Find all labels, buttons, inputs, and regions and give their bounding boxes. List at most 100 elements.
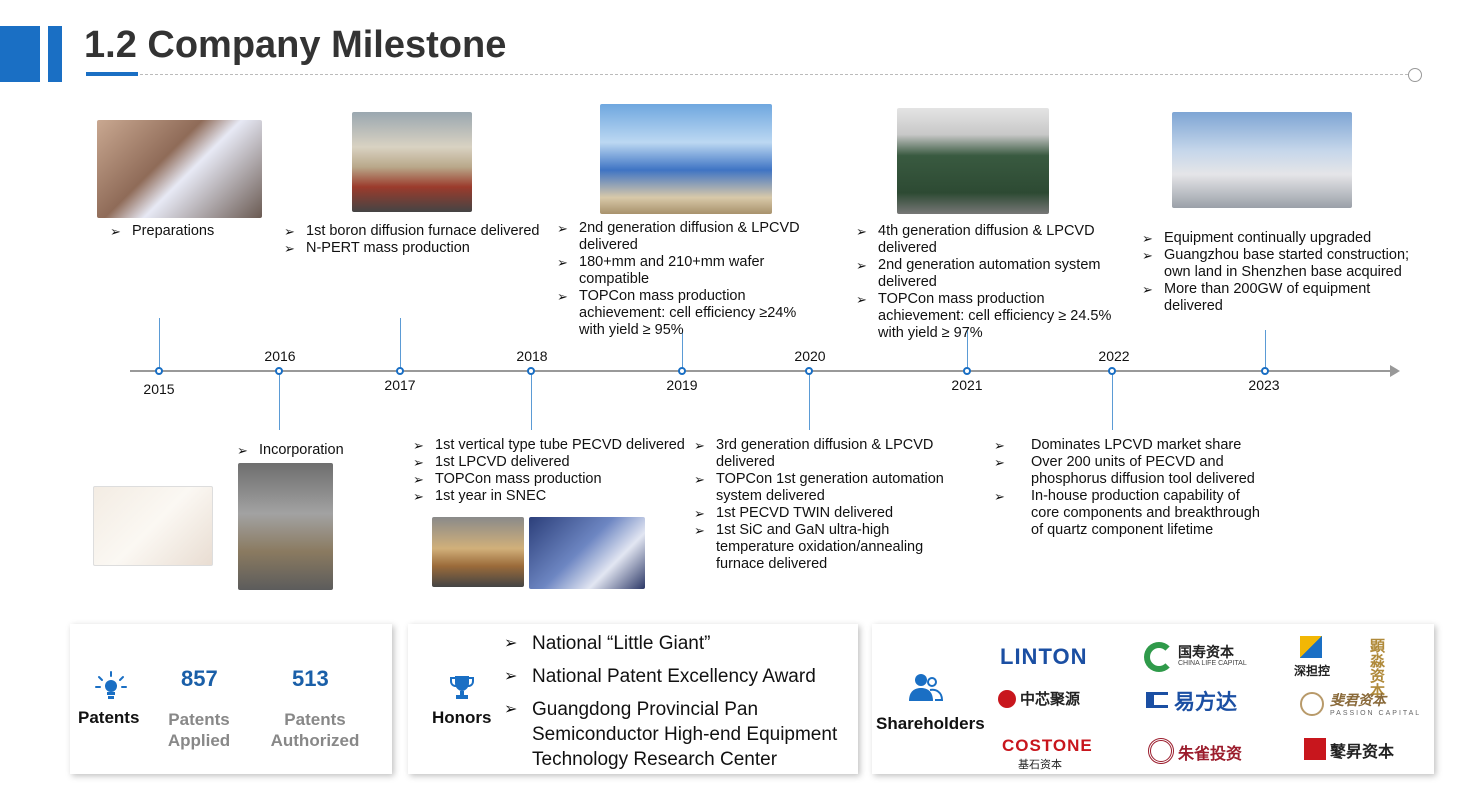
year-label-2023: 2023 <box>1248 377 1280 393</box>
connector-2019 <box>682 330 683 370</box>
logo-cornerstone-sub: 基石资本 <box>1018 759 1062 771</box>
list-item: TOPCon mass production achievement: cell… <box>856 291 1134 342</box>
list-item: TOPCon 1st generation automation system … <box>694 471 964 505</box>
timeline-axis <box>130 370 1392 372</box>
honors-list: National “Little Giant” National Patent … <box>504 631 844 780</box>
year-label-2022: 2022 <box>1098 348 1130 364</box>
timeline-dot-2022 <box>1108 367 1116 375</box>
list-item: Guangzhou base started construction; own… <box>1142 247 1414 281</box>
passion-logo-icon <box>1300 692 1324 716</box>
list-item: 180+mm and 210+mm wafer compatible <box>557 254 822 288</box>
logo-zhuque: 朱雀投资 <box>1178 746 1243 763</box>
patents-label: Patents <box>78 708 140 727</box>
title-accent-bar-thin <box>48 26 62 82</box>
list-item: Guangdong Provincial Pan Semiconductor H… <box>504 697 844 772</box>
list-item: Equipment continually upgraded <box>1142 230 1414 247</box>
logo-sgt: 深担控 <box>1294 664 1331 678</box>
timeline-dot-2015 <box>155 367 163 375</box>
logo-passion-sub: PASSION CAPITAL <box>1330 710 1422 717</box>
timeline-dot-2021 <box>963 367 971 375</box>
logo-china-life-sub: CHINA LIFE CAPITAL <box>1178 660 1247 667</box>
page-title: 1.2 Company Milestone <box>84 24 507 66</box>
photo-business-license <box>93 486 213 566</box>
list-item: In-house production capability of core c… <box>994 488 1264 539</box>
china-life-logo-icon <box>1144 642 1174 672</box>
list-item: TOPCon mass production achievement: cell… <box>557 288 822 339</box>
list-item: 4th generation diffusion & LPCVD deliver… <box>856 223 1134 257</box>
milestones-2018: 1st vertical type tube PECVD delivered 1… <box>413 437 703 505</box>
milestones-2023: Equipment continually upgraded Guangzhou… <box>1142 230 1414 315</box>
photo-2015-meeting <box>97 120 262 218</box>
patents-applied-label: Patents Applied <box>167 710 231 750</box>
list-item: 1st LPCVD delivered <box>413 454 703 471</box>
list-item: 2nd generation diffusion & LPCVD deliver… <box>557 220 822 254</box>
year-label-2021: 2021 <box>951 377 983 393</box>
photo-2021-equipment <box>897 108 1049 214</box>
cpc-logo-icon <box>998 690 1016 708</box>
people-icon <box>908 672 944 707</box>
year-label-2015: 2015 <box>143 381 175 397</box>
lightbulb-icon <box>94 670 128 707</box>
zhuque-logo-icon <box>1148 738 1174 764</box>
list-item: 1st year in SNEC <box>413 488 703 505</box>
list-item: N-PERT mass production <box>284 240 559 257</box>
patents-panel: Patents 857 Patents Applied 513 Patents … <box>70 624 392 774</box>
photo-2016-site <box>238 463 333 590</box>
title-accent-bar <box>0 26 40 82</box>
connector-2020 <box>809 372 810 430</box>
photo-2019-ceremony <box>600 104 772 214</box>
logo-passion: 斐君资本 <box>1330 692 1386 708</box>
year-label-2016: 2016 <box>264 348 296 364</box>
shareholders-label: Shareholders <box>876 714 985 733</box>
title-divider-end-circle <box>1408 68 1422 82</box>
logo-cornerstone: COSTONE <box>1002 736 1093 755</box>
list-item: 1st boron diffusion furnace delivered <box>284 223 559 240</box>
honors-panel: Honors National “Little Giant” National … <box>408 624 858 774</box>
milestones-2021: 4th generation diffusion & LPCVD deliver… <box>856 223 1134 342</box>
timeline-dot-2020 <box>805 367 813 375</box>
list-item: Preparations <box>110 223 260 240</box>
patents-authorized-value: 513 <box>292 666 329 691</box>
list-item: 1st vertical type tube PECVD delivered <box>413 437 703 454</box>
logo-cpc: 中芯聚源 <box>1020 691 1081 708</box>
connector-2016 <box>279 372 280 430</box>
milestones-2015: Preparations <box>110 223 260 240</box>
timeline-dot-2018 <box>527 367 535 375</box>
list-item: 1st PECVD TWIN delivered <box>694 505 964 522</box>
patents-authorized-label: Patents Authorized <box>270 710 360 750</box>
list-item: More than 200GW of equipment delivered <box>1142 281 1414 315</box>
list-item: 3rd generation diffusion & LPCVD deliver… <box>694 437 964 471</box>
milestones-2022: Dominates LPCVD market share Over 200 un… <box>994 437 1264 539</box>
connector-2017 <box>400 318 401 370</box>
connector-2015 <box>159 318 160 370</box>
shareholders-panel: Shareholders LINTON 国寿资本 CHINA LIFE CAPI… <box>872 624 1434 774</box>
year-label-2019: 2019 <box>666 377 698 393</box>
list-item: National “Little Giant” <box>504 631 844 656</box>
cedarwin-logo-icon <box>1304 738 1326 760</box>
logo-linton: LINTON <box>1000 644 1088 669</box>
milestones-2020: 3rd generation diffusion & LPCVD deliver… <box>694 437 964 573</box>
list-item: Dominates LPCVD market share <box>994 437 1264 454</box>
list-item: Over 200 units of PECVD and phosphorus d… <box>994 454 1264 488</box>
efund-logo-icon <box>1146 692 1168 708</box>
year-label-2017: 2017 <box>384 377 416 393</box>
logo-cedarwin: 鼕昇资本 <box>1330 744 1395 761</box>
timeline-dot-2019 <box>678 367 686 375</box>
list-item: 1st SiC and GaN ultra-high temperature o… <box>694 522 964 573</box>
year-label-2018: 2018 <box>516 348 548 364</box>
logo-kinghill: 顕淼资本 <box>1368 638 1385 698</box>
year-label-2020: 2020 <box>794 348 826 364</box>
patents-applied-value: 857 <box>181 666 218 691</box>
trophy-icon <box>450 674 474 705</box>
photo-2018-shipment <box>432 517 524 587</box>
milestones-2016: Incorporation <box>237 442 387 459</box>
photo-2023-guangzhou-base <box>1172 112 1352 208</box>
list-item: National Patent Excellency Award <box>504 664 844 689</box>
timeline-dot-2016 <box>275 367 283 375</box>
connector-2018 <box>531 372 532 430</box>
timeline-dot-2017 <box>396 367 404 375</box>
list-item: TOPCon mass production <box>413 471 703 488</box>
photo-2017-furnace-delivery <box>352 112 472 212</box>
timeline-arrow-icon <box>1390 365 1400 377</box>
connector-2022 <box>1112 372 1113 430</box>
